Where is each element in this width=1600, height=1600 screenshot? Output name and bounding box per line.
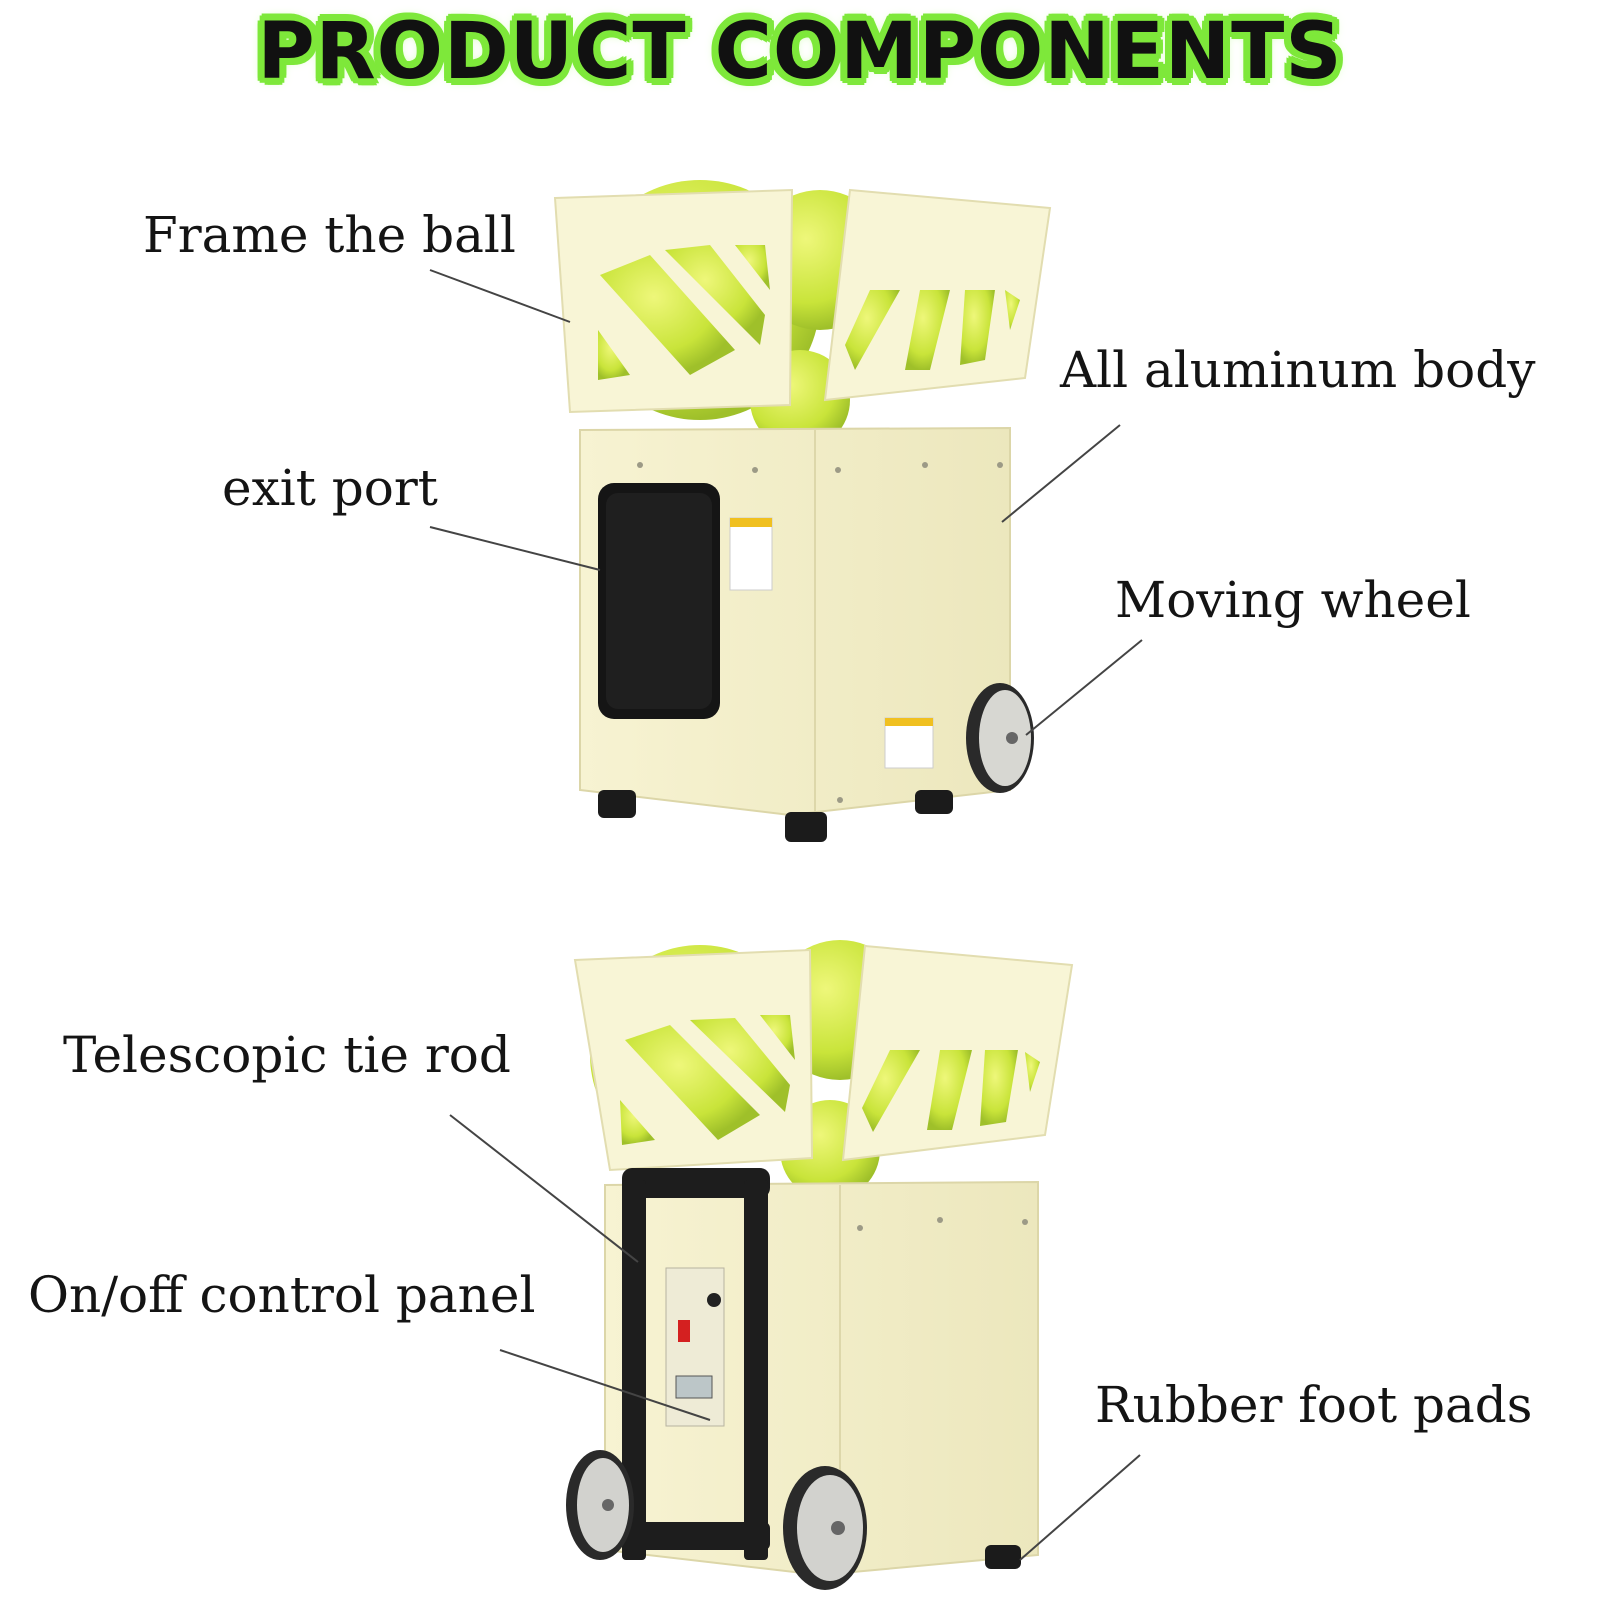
- warning-sticker: [729, 517, 934, 769]
- top-machine-view: [553, 180, 1052, 842]
- moving-wheel: [966, 683, 1034, 793]
- rubber-feet-top: [598, 790, 953, 842]
- callout-line-feet: [1019, 1454, 1141, 1561]
- wheel-left-bottom: [566, 1450, 634, 1560]
- label-on-off-control-panel: On/off control panel: [28, 1266, 536, 1324]
- label-exit-port: exit port: [222, 459, 438, 517]
- callout-lines: [429, 269, 1143, 1561]
- callout-line-wheel: [1025, 639, 1143, 736]
- label-rubber-foot-pads: Rubber foot pads: [1095, 1376, 1533, 1434]
- callout-line-rod: [449, 1114, 639, 1263]
- callout-line-exit: [429, 526, 601, 571]
- label-moving-wheel: Moving wheel: [1115, 571, 1471, 629]
- telescopic-tie-rod: [622, 1168, 770, 1560]
- wheel-right-bottom: [783, 1466, 867, 1590]
- hopper-slots-right-bottom: [862, 1050, 1040, 1132]
- rubber-feet-bottom: [985, 1545, 1021, 1569]
- label-telescopic-tie-rod: Telescopic tie rod: [63, 1026, 511, 1084]
- callout-line-body: [1001, 424, 1121, 523]
- hopper-slots-left: [598, 245, 770, 380]
- label-all-aluminum-body: All aluminum body: [1060, 341, 1536, 399]
- hopper-slots-left-bottom: [620, 1015, 795, 1145]
- control-panel: [665, 1267, 725, 1427]
- hopper-slots-right: [845, 290, 1020, 370]
- bottom-machine-view: [566, 940, 1074, 1590]
- callout-line-frame: [429, 269, 571, 323]
- callout-line-panel: [499, 1349, 711, 1421]
- page-title: PRODUCT COMPONENTS: [257, 7, 1343, 97]
- label-frame-the-ball: Frame the ball: [143, 206, 516, 264]
